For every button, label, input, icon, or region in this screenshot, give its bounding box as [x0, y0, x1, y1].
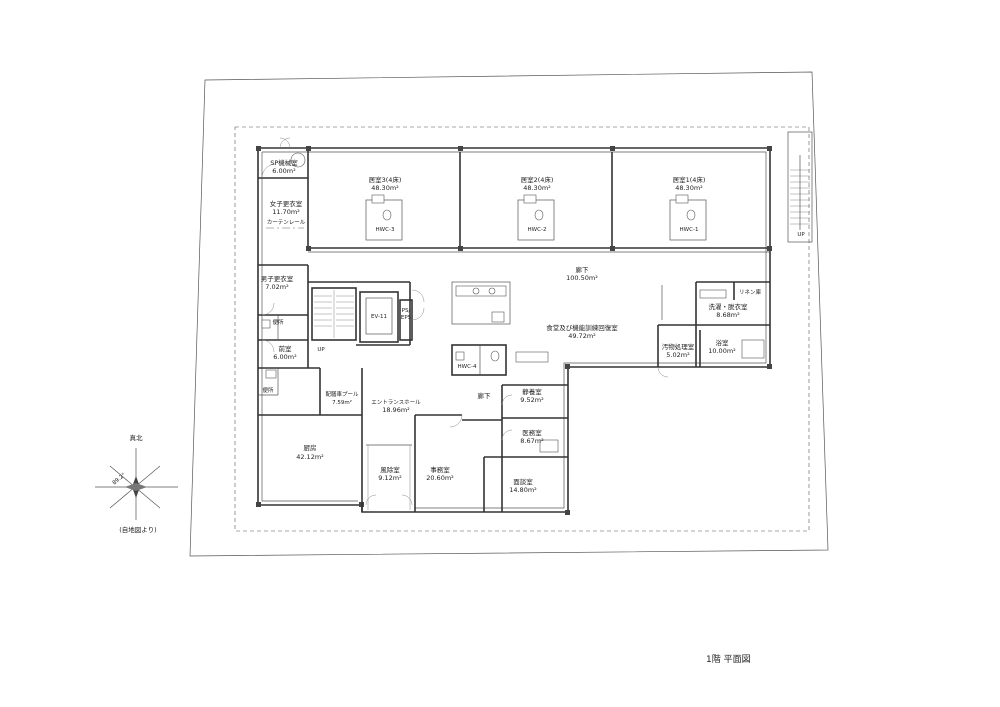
- label-ev: EV-11: [371, 314, 387, 320]
- label-room1-area: 48.30m²: [675, 184, 703, 192]
- label-front-name: 前室: [279, 344, 293, 353]
- label-bath-area: 10.00m²: [708, 347, 736, 355]
- label-interview-name: 面談室: [513, 477, 533, 486]
- label-curtain-rail: カーテンレール: [267, 219, 306, 226]
- label-hwc2: HWC-2: [528, 227, 547, 233]
- label-linen: リネン庫: [739, 288, 762, 296]
- label-quiet-area: 9.52m²: [520, 396, 544, 404]
- north-compass: [95, 448, 178, 520]
- label-men-area: 7.02m²: [265, 283, 289, 291]
- label-laundry-area: 8.68m²: [716, 311, 740, 319]
- center-walls: [365, 281, 568, 512]
- room-labels: 居室3(4床) 48.30m² 居室2(4床) 48.30m² 居室1(4床) …: [261, 158, 806, 494]
- left-service-walls: [258, 137, 410, 512]
- label-women-name: 女子更衣室: [270, 199, 303, 208]
- label-medical-area: 8.67m²: [520, 437, 544, 445]
- label-quiet-name: 静養室: [522, 387, 542, 396]
- label-women-area: 11.70m²: [272, 208, 300, 216]
- setback-line: [234, 126, 810, 532]
- label-entrance-name: エントランスホール: [371, 399, 421, 406]
- label-ps: PS/: [402, 308, 411, 314]
- label-bath-name: 浴室: [716, 338, 730, 347]
- label-eps: EPS: [401, 315, 412, 321]
- label-filth-name: 汚物処理室: [662, 342, 695, 351]
- label-pantry-name: 配膳車プール: [325, 390, 359, 398]
- label-up1: UP: [317, 347, 325, 353]
- label-interview-area: 14.80m²: [509, 486, 537, 494]
- label-kitchen-name: 厨房: [304, 443, 317, 452]
- label-room2-name: 居室2(4床): [521, 175, 554, 184]
- label-hwc1: HWC-1: [680, 227, 699, 233]
- label-corridor-area: 100.50m²: [566, 274, 598, 282]
- structural-columns: [256, 146, 772, 515]
- label-up2: UP: [797, 232, 805, 238]
- label-pantry-area: 7.59m²: [332, 399, 352, 406]
- label-wc2: 便所: [262, 386, 274, 394]
- label-dining-name: 食堂及び機能訓練回復室: [546, 323, 618, 332]
- label-room3-name: 居室3(4床): [369, 175, 402, 184]
- label-office-area: 20.60m²: [426, 474, 454, 482]
- label-hall2: 廊下: [478, 391, 492, 400]
- north-source: (自地図より): [119, 525, 156, 534]
- label-wc: 便所: [272, 318, 284, 326]
- label-windbreak-name: 風除室: [380, 465, 400, 474]
- stair-elevator-core: [311, 282, 425, 346]
- label-medical-name: 医務室: [522, 428, 542, 437]
- north-label: 真北: [130, 433, 144, 442]
- right-wet-area-walls: [657, 281, 770, 378]
- label-filth-area: 5.02m²: [666, 351, 690, 359]
- label-kitchen-area: 42.12m²: [296, 453, 324, 461]
- label-windbreak-area: 9.12m²: [378, 474, 402, 482]
- label-sp-name: SP機械室: [270, 158, 298, 167]
- label-office-name: 事務室: [430, 465, 450, 474]
- label-entrance-area: 18.96m²: [382, 406, 410, 414]
- plan-title: 1階 平面図: [706, 654, 751, 665]
- label-hwc4: HWC-4: [458, 364, 477, 370]
- external-stair: [787, 131, 813, 243]
- north-angle: 89.2°: [112, 472, 128, 486]
- bedroom-walls: [307, 148, 770, 253]
- label-dining-area: 49.72m²: [568, 332, 596, 340]
- label-corridor-name: 廊下: [576, 265, 590, 274]
- site-boundary: [189, 71, 829, 557]
- label-room1-name: 居室1(4床): [673, 175, 706, 184]
- label-room2-area: 48.30m²: [523, 184, 551, 192]
- label-front-area: 6.00m²: [273, 353, 297, 361]
- label-laundry-name: 洗濯・脱衣室: [709, 302, 749, 311]
- label-room3-area: 48.30m²: [371, 184, 399, 192]
- label-sp-area: 6.00m²: [272, 167, 296, 175]
- label-men-name: 男子更衣室: [261, 274, 294, 283]
- label-hwc3: HWC-3: [376, 227, 395, 233]
